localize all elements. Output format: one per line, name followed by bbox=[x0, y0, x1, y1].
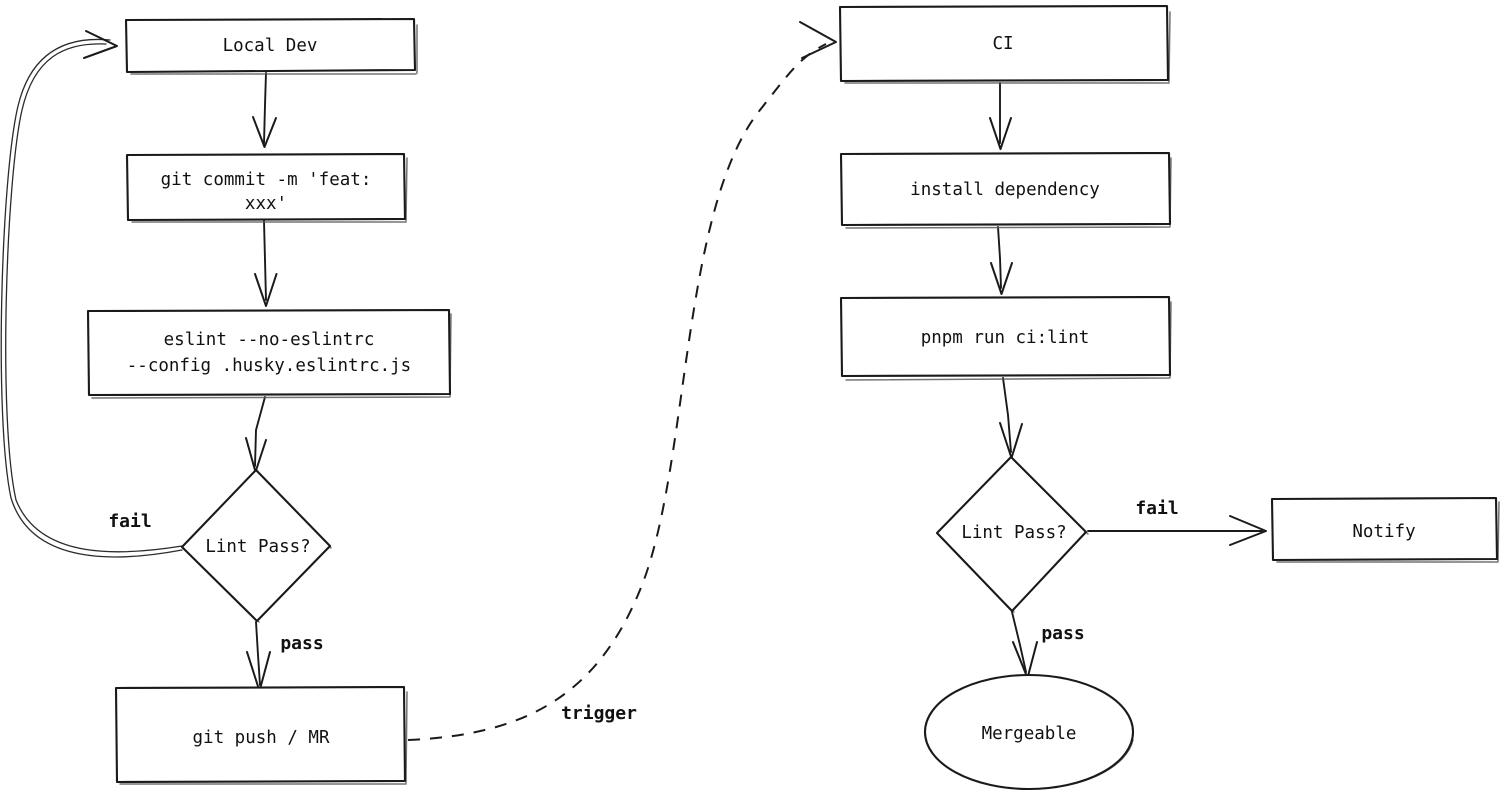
node-local-dev-label: Local Dev bbox=[223, 36, 318, 56]
node-local-dev[interactable]: Local Dev bbox=[124, 17, 418, 75]
node-eslint-label-line2: --config .husky.eslintrc.js bbox=[127, 356, 411, 376]
edge-label-local-fail: fail bbox=[108, 511, 151, 532]
edge-lint-pass-local-fail-loop bbox=[0, 30, 183, 558]
node-git-commit[interactable]: git commit -m 'feat: xxx' bbox=[125, 152, 408, 223]
node-notify[interactable]: Notify bbox=[1270, 496, 1500, 563]
edge-label-trigger: trigger bbox=[561, 703, 637, 724]
edge-lint-pass-ci-pass-to-mergeable bbox=[1011, 611, 1038, 679]
node-mergeable[interactable]: Mergeable bbox=[923, 673, 1135, 791]
edge-trigger-dashed bbox=[407, 21, 837, 741]
node-install-dependency-label: install dependency bbox=[910, 180, 1100, 200]
node-git-push-label: git push / MR bbox=[193, 728, 330, 748]
node-install-dependency[interactable]: install dependency bbox=[839, 151, 1172, 229]
node-eslint[interactable]: eslint --no-eslintrc --config .husky.esl… bbox=[86, 308, 452, 399]
edge-eslint-to-lint-pass-local bbox=[245, 396, 267, 473]
edge-label-ci-fail: fail bbox=[1135, 498, 1178, 519]
node-lint-pass-local-label: Lint Pass? bbox=[205, 537, 310, 557]
edge-install-dependency-to-pnpm-lint bbox=[990, 226, 1013, 295]
edge-local-dev-to-git-commit bbox=[252, 72, 277, 148]
node-eslint-label-line1: eslint --no-eslintrc bbox=[164, 330, 375, 350]
node-pnpm-lint[interactable]: pnpm run ci:lint bbox=[839, 295, 1172, 381]
node-lint-pass-ci-label: Lint Pass? bbox=[961, 523, 1066, 543]
node-pnpm-lint-label: pnpm run ci:lint bbox=[921, 328, 1090, 348]
edge-git-commit-to-eslint bbox=[254, 220, 278, 307]
node-lint-pass-ci[interactable]: Lint Pass? bbox=[935, 455, 1089, 613]
edge-label-local-pass: pass bbox=[280, 633, 323, 654]
node-git-commit-label-line1: git commit -m 'feat: bbox=[161, 170, 372, 190]
node-notify-label: Notify bbox=[1352, 522, 1415, 542]
node-git-push[interactable]: git push / MR bbox=[114, 685, 408, 785]
edge-ci-to-install-dependency bbox=[989, 82, 1012, 150]
edge-lint-pass-local-pass bbox=[246, 621, 271, 692]
edge-pnpm-lint-to-lint-pass-ci bbox=[999, 377, 1023, 459]
edge-label-ci-pass: pass bbox=[1041, 623, 1084, 644]
node-ci[interactable]: CI bbox=[838, 4, 1171, 84]
node-git-commit-label-line2: xxx' bbox=[245, 194, 287, 214]
node-lint-pass-local[interactable]: Lint Pass? bbox=[180, 468, 332, 623]
node-ci-label: CI bbox=[992, 34, 1013, 54]
edge-lint-pass-ci-fail-to-notify bbox=[1087, 515, 1267, 546]
node-mergeable-label: Mergeable bbox=[982, 724, 1077, 744]
